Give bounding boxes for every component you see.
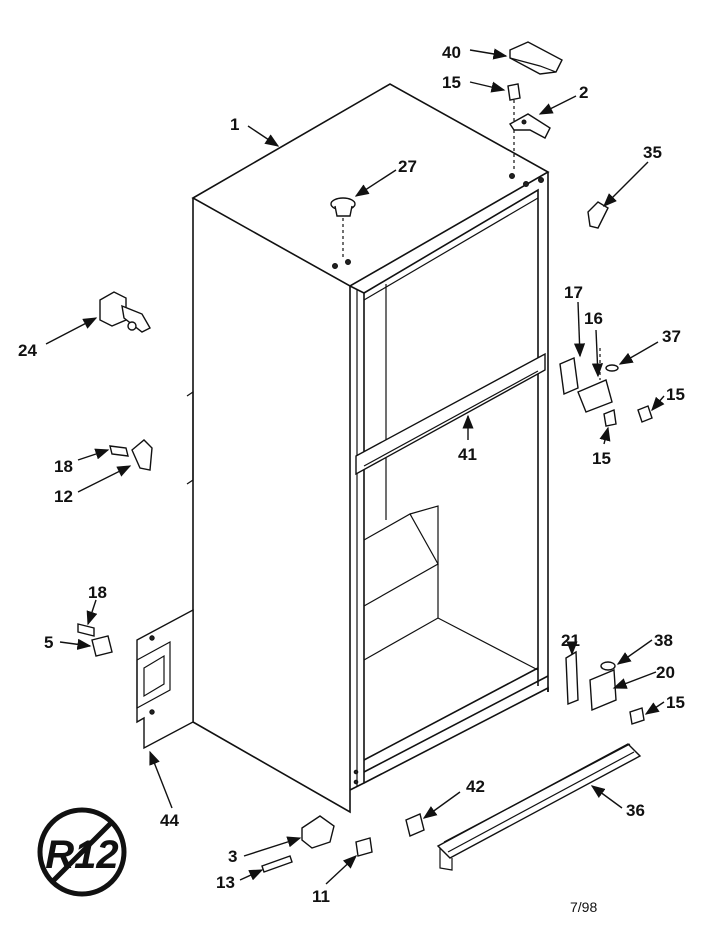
callout-3: 3 [228,847,237,866]
callout-17: 17 [564,283,583,302]
side-bracket [109,439,153,471]
callout-15-right: 15 [666,385,685,404]
callout-15-top: 15 [442,73,461,92]
clip [587,201,609,229]
mounting-bracket [136,608,194,750]
callout-labels: 40 15 2 1 35 27 24 17 16 37 15 15 41 18 … [18,43,685,906]
callout-15-bottom: 15 [666,693,685,712]
plug [330,197,356,260]
callout-20: 20 [656,663,675,682]
callout-15-mid: 15 [592,449,611,468]
callout-24: 24 [18,341,37,360]
toe-grille [436,743,642,871]
callout-1: 1 [230,115,239,134]
callout-41: 41 [458,445,477,464]
top-cap [509,41,563,75]
top-hinge [508,113,551,139]
callout-11: 11 [312,887,330,906]
leveler [99,291,151,333]
revision-date: 7/98 [570,899,597,915]
callout-21: 21 [561,631,580,650]
callout-18-lower: 18 [88,583,107,602]
callout-36: 36 [626,801,645,820]
r12-prohibited-icon: R12 [37,807,127,897]
leaders [45,48,665,885]
roller-assembly [261,815,373,873]
lower-bracket [77,623,113,657]
callout-5: 5 [44,633,53,652]
cabinet [186,83,550,814]
grille-clip [405,813,425,837]
callout-18-upper: 18 [54,457,73,476]
callout-38: 38 [654,631,673,650]
callout-27: 27 [398,157,417,176]
screw-top [507,83,521,170]
callout-37: 37 [662,327,681,346]
center-hinge [559,348,653,427]
callout-16: 16 [584,309,603,328]
callout-42: 42 [466,777,485,796]
callout-12: 12 [54,487,73,506]
callout-40: 40 [442,43,461,62]
callout-2: 2 [579,83,588,102]
bottom-hinge [565,650,645,725]
callout-44: 44 [160,811,179,830]
callout-35: 35 [643,143,662,162]
callout-13: 13 [216,873,235,892]
